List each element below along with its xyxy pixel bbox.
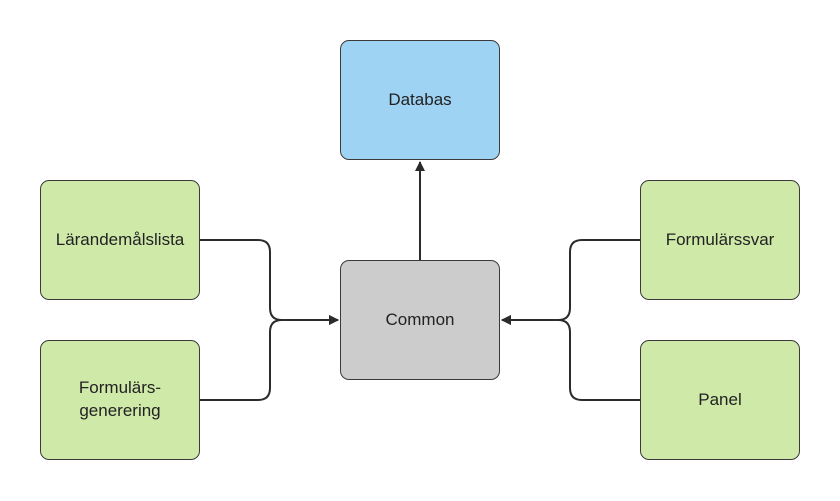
edge-panel-to-common <box>501 315 640 401</box>
edge-formularsgenerering-to-common <box>200 315 339 401</box>
node-panel: Panel <box>640 340 800 460</box>
node-formularsgenerering: Formulärs- generering <box>40 340 200 460</box>
node-larandemalslista: Lärandemålslista <box>40 180 200 300</box>
node-common: Common <box>340 260 500 380</box>
edge-formularssvar-to-common <box>501 239 640 325</box>
node-databas: Databas <box>340 40 500 160</box>
node-formularssvar: Formulärssvar <box>640 180 800 300</box>
edge-larandemalslista-to-common <box>200 239 339 325</box>
